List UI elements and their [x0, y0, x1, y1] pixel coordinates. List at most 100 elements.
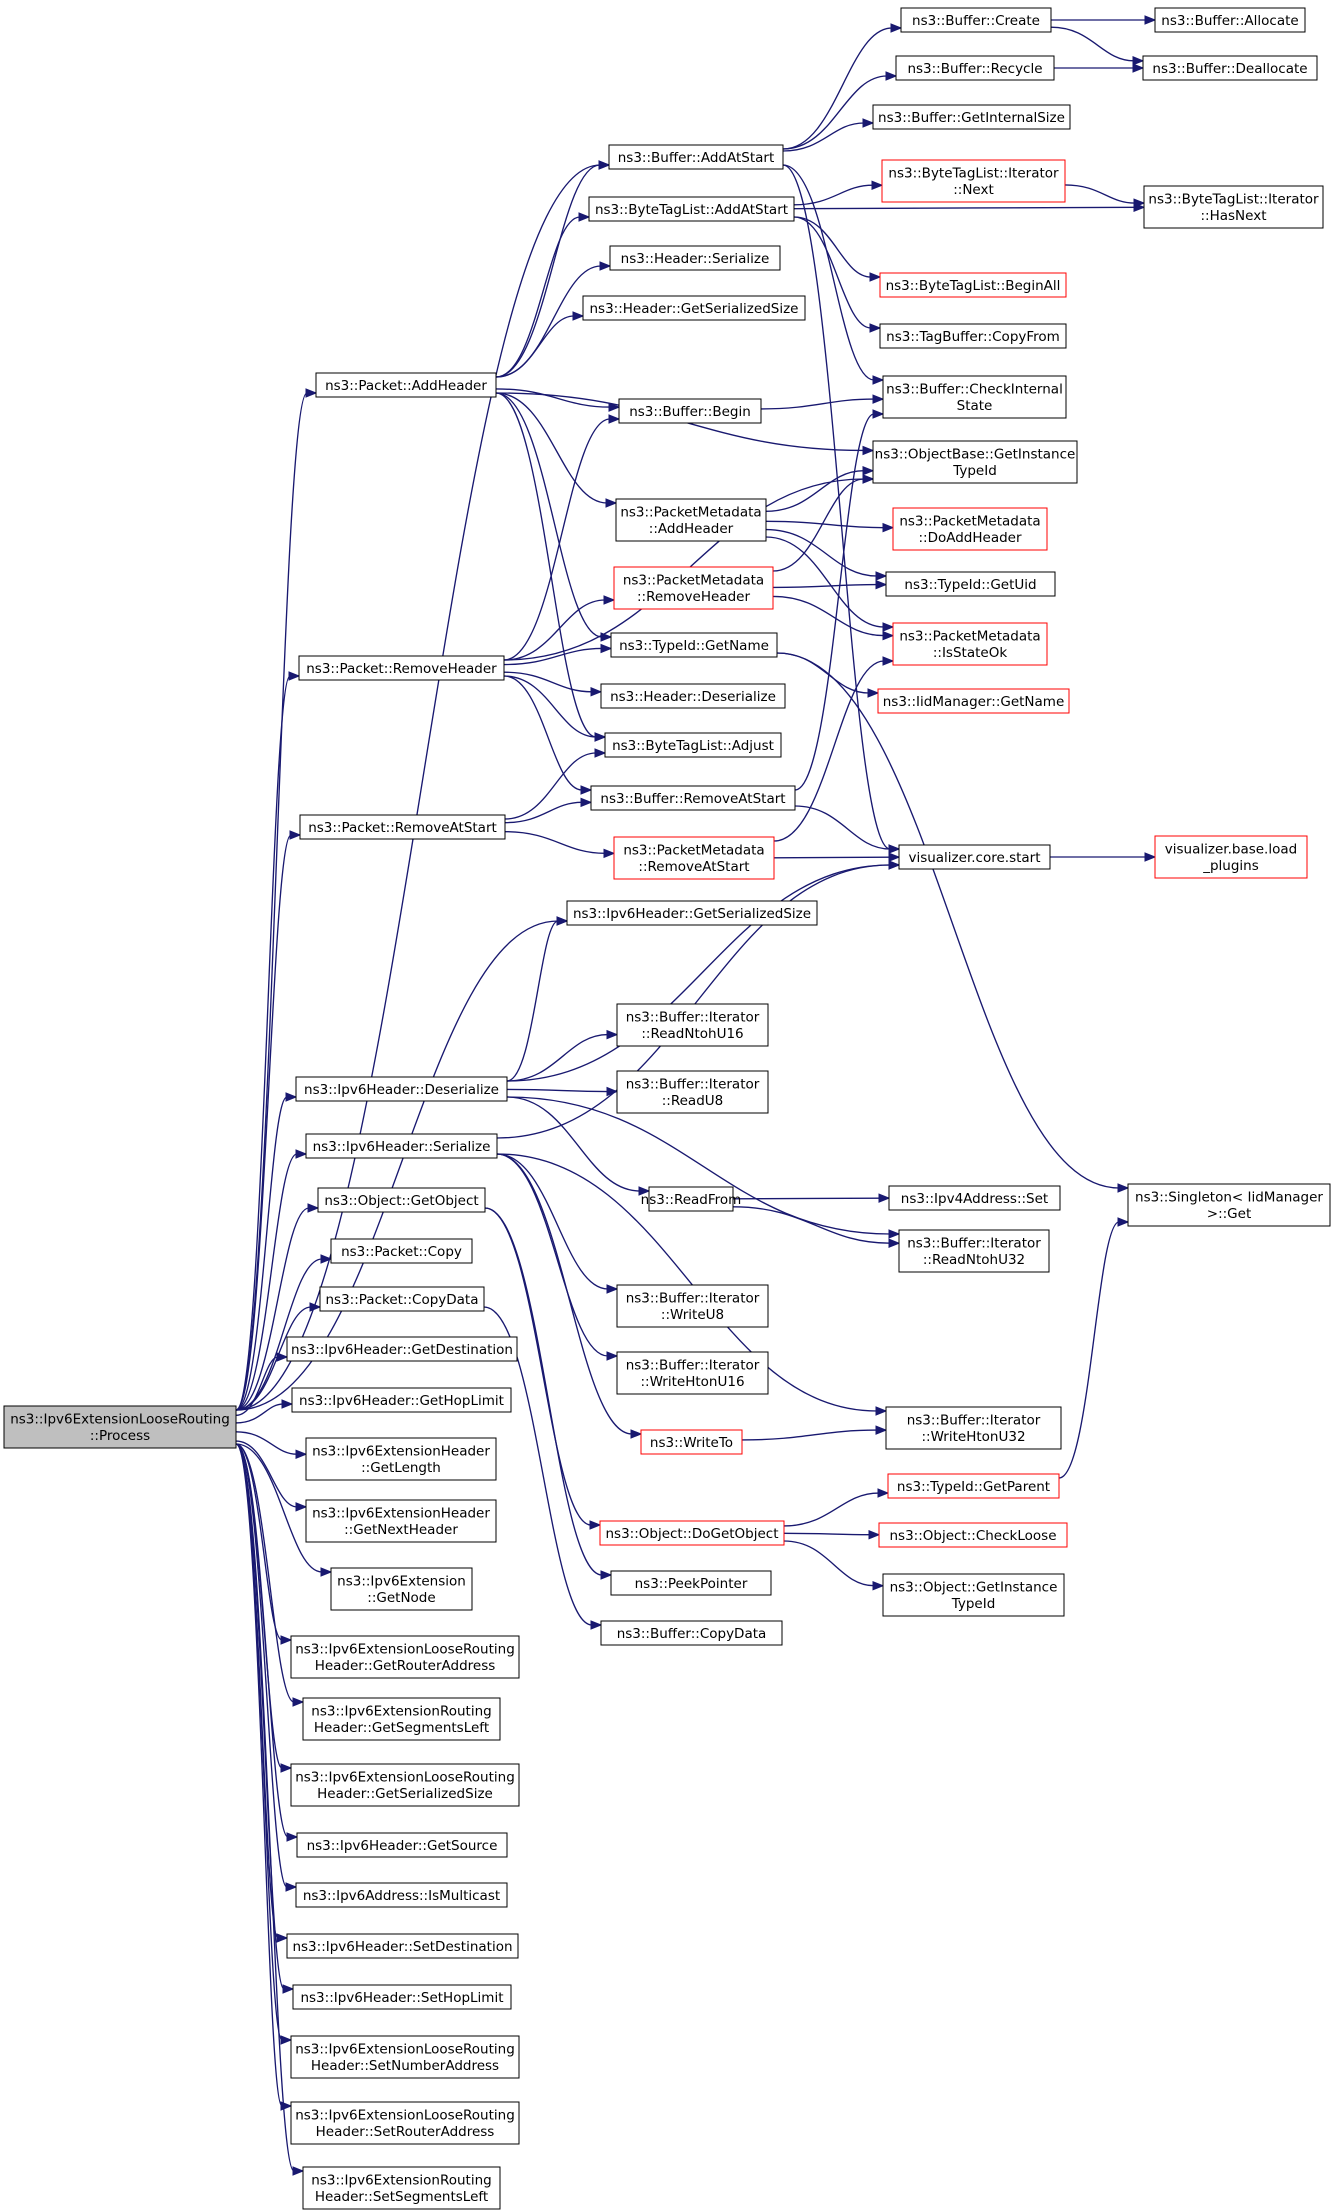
node-label-line: ::GetLength [361, 1460, 441, 1476]
node-it-writehtonu32[interactable]: ns3::Buffer::Iterator::WriteHtonU32 [885, 1406, 1062, 1450]
node-box [599, 1520, 785, 1546]
node-pkt-copy[interactable]: ns3::Packet::Copy [330, 1238, 473, 1264]
node-rt-setsegleft[interactable]: ns3::Ipv6ExtensionRoutingHeader::SetSegm… [302, 2166, 501, 2210]
node-label-line: ::ReadNtohU16 [641, 1026, 743, 1042]
node-writeto[interactable]: ns3::WriteTo [640, 1429, 743, 1455]
node-buf-getinternalsize[interactable]: ns3::Buffer::GetInternalSize [872, 104, 1071, 130]
node-label-line: ns3::Object::GetInstance [890, 1580, 1058, 1596]
node-label-line: ns3::Ipv6Extension [337, 1574, 466, 1590]
node-box [608, 144, 784, 170]
node-lr-setnumaddr[interactable]: ns3::Ipv6ExtensionLooseRoutingHeader::Se… [290, 2035, 520, 2079]
node-hdr-serialize[interactable]: ns3::Header::Serialize [609, 245, 781, 271]
node-pkt-addheader[interactable]: ns3::Packet::AddHeader [315, 372, 497, 398]
node-it-readntohu32[interactable]: ns3::Buffer::Iterator::ReadNtohU32 [898, 1229, 1050, 1273]
node-ipv6-getdest[interactable]: ns3::Ipv6Header::GetDestination [286, 1336, 518, 1362]
node-pm-doaddheader[interactable]: ns3::PacketMetadata::DoAddHeader [892, 507, 1048, 551]
node-singleton-get[interactable]: ns3::Singleton< IidManager>::Get [1127, 1183, 1331, 1227]
node-buf-allocate[interactable]: ns3::Buffer::Allocate [1154, 7, 1306, 33]
edge-pkt-removeatstart-to-pm-removeatstart [504, 830, 606, 855]
node-obj-checkloose[interactable]: ns3::Object::CheckLoose [878, 1522, 1068, 1548]
node-buf-copydata[interactable]: ns3::Buffer::CopyData [600, 1620, 783, 1646]
node-pkt-removeheader[interactable]: ns3::Packet::RemoveHeader [298, 655, 505, 681]
edge-arrowhead [295, 1449, 308, 1459]
edge-root-to-lr-setrouteraddr [235, 1443, 283, 2107]
node-root[interactable]: ns3::Ipv6ExtensionLooseRouting::Process [3, 1405, 237, 1449]
node-buf-removeatstart[interactable]: ns3::Buffer::RemoveAtStart [590, 785, 796, 811]
node-lr-getrouteraddr[interactable]: ns3::Ipv6ExtensionLooseRoutingHeader::Ge… [290, 1635, 520, 1679]
node-hdr-getsersize[interactable]: ns3::Header::GetSerializedSize [582, 295, 806, 321]
node-peekpointer[interactable]: ns3::PeekPointer [610, 1570, 772, 1596]
node-ipv6-sethoplimit[interactable]: ns3::Ipv6Header::SetHopLimit [292, 1984, 512, 2010]
edge-arrowhead [295, 1502, 308, 1512]
node-pm-removeheader[interactable]: ns3::PacketMetadata::RemoveHeader [613, 566, 774, 610]
node-label-line: ns3::Packet::CopyData [325, 1292, 478, 1308]
node-it-readntohu16[interactable]: ns3::Buffer::Iterator::ReadNtohU16 [616, 1003, 769, 1047]
node-ext-getlength[interactable]: ns3::Ipv6ExtensionHeader::GetLength [305, 1437, 497, 1481]
node-buf-create[interactable]: ns3::Buffer::Create [900, 7, 1052, 33]
node-box [296, 1832, 508, 1858]
node-buf-addatstart[interactable]: ns3::Buffer::AddAtStart [608, 144, 784, 170]
edge-pkt-removeheader-to-hdr-deserialize [503, 671, 593, 693]
edge-pm-addheader-to-pm-doaddheader [765, 520, 885, 529]
node-rt-getsegleft[interactable]: ns3::Ipv6ExtensionRoutingHeader::GetSegm… [302, 1697, 501, 1741]
node-vis-start[interactable]: visualizer.core.start [898, 844, 1051, 870]
node-ipv6-deserialize[interactable]: ns3::Ipv6Header::Deserialize [295, 1076, 508, 1102]
node-readfrom[interactable]: ns3::ReadFrom [641, 1186, 742, 1212]
edge-arrowhead [882, 630, 895, 641]
node-ext-getnode[interactable]: ns3::Ipv6Extension::GetNode [330, 1567, 473, 1611]
node-lr-getsersize[interactable]: ns3::Ipv6ExtensionLooseRoutingHeader::Ge… [290, 1763, 520, 1807]
node-lr-setrouteraddr[interactable]: ns3::Ipv6ExtensionLooseRoutingHeader::Se… [290, 2101, 520, 2145]
node-box [900, 7, 1052, 33]
node-label-line: ns3::Buffer::Iterator [626, 1077, 760, 1093]
node-btl-beginall[interactable]: ns3::ByteTagList::BeginAll [879, 272, 1067, 298]
node-pm-isstateok[interactable]: ns3::PacketMetadata::IsStateOk [892, 622, 1048, 666]
node-label-line: ns3::Ipv6Address::IsMulticast [303, 1888, 500, 1904]
node-ipv4-set[interactable]: ns3::Ipv4Address::Set [888, 1185, 1061, 1211]
node-label-line: Header::GetRouterAddress [315, 1658, 496, 1674]
node-typeid-getname[interactable]: ns3::TypeId::GetName [610, 632, 778, 658]
node-addr-ismulticast[interactable]: ns3::Ipv6Address::IsMulticast [295, 1882, 508, 1908]
node-buf-begin[interactable]: ns3::Buffer::Begin [618, 398, 762, 424]
node-btl-addatstart[interactable]: ns3::ByteTagList::AddAtStart [588, 196, 795, 222]
node-pkt-removeatstart[interactable]: ns3::Packet::RemoveAtStart [299, 814, 506, 840]
node-obj-dogetobject[interactable]: ns3::Object::DoGetObject [599, 1520, 785, 1546]
node-ext-getnextheader[interactable]: ns3::Ipv6ExtensionHeader::GetNextHeader [305, 1499, 497, 1543]
node-it-readu8[interactable]: ns3::Buffer::Iterator::ReadU8 [616, 1070, 769, 1114]
node-box [616, 1070, 769, 1114]
edge-arrowhead [590, 1620, 603, 1630]
edge-pkt-removeatstart-to-btl-adjust [504, 752, 597, 820]
edge-btl-addatstart-to-tagbuf-copyfrom [793, 216, 872, 329]
edge-arrowhead [1132, 56, 1145, 66]
node-typeid-getuid[interactable]: ns3::TypeId::GetUid [885, 571, 1056, 597]
edge-buf-addatstart-to-buf-checkinternal [782, 164, 875, 381]
node-pkt-copydata[interactable]: ns3::Packet::CopyData [319, 1286, 485, 1312]
node-buf-recycle[interactable]: ns3::Buffer::Recycle [895, 55, 1055, 81]
edge-root-to-ext-getnode [235, 1443, 323, 1573]
edge-arrowhead [890, 23, 903, 33]
node-btl-it-next[interactable]: ns3::ByteTagList::Iterator::Next [881, 159, 1066, 203]
node-obj-getobject[interactable]: ns3::Object::GetObject [317, 1187, 486, 1213]
node-ipv6-getsersize[interactable]: ns3::Ipv6Header::GetSerializedSize [566, 900, 818, 926]
node-pm-addheader[interactable]: ns3::PacketMetadata::AddHeader [615, 498, 767, 542]
node-vis-load[interactable]: visualizer.base.load_plugins [1154, 835, 1308, 879]
node-buf-deallocate[interactable]: ns3::Buffer::Deallocate [1142, 55, 1318, 81]
node-pm-removeatstart[interactable]: ns3::PacketMetadata::RemoveAtStart [613, 836, 775, 880]
node-it-writehtonu16[interactable]: ns3::Buffer::Iterator::WriteHtonU16 [616, 1351, 769, 1395]
node-ipv6-gethoplimit[interactable]: ns3::Ipv6Header::GetHopLimit [291, 1387, 512, 1413]
node-ipv6-setdest[interactable]: ns3::Ipv6Header::SetDestination [286, 1933, 519, 1959]
node-iid-getname[interactable]: ns3::IidManager::GetName [877, 688, 1070, 714]
node-label-line: ::WriteHtonU16 [640, 1374, 744, 1390]
node-ipv6-getsource[interactable]: ns3::Ipv6Header::GetSource [296, 1832, 508, 1858]
node-btl-it-hasnext[interactable]: ns3::ByteTagList::Iterator::HasNext [1143, 185, 1324, 229]
node-it-writeu8[interactable]: ns3::Buffer::Iterator::WriteU8 [616, 1284, 769, 1328]
node-label-line: ns3::TypeId::GetUid [904, 577, 1036, 593]
node-hdr-deserialize[interactable]: ns3::Header::Deserialize [600, 683, 786, 709]
node-ipv6-serialize[interactable]: ns3::Ipv6Header::Serialize [305, 1133, 498, 1159]
node-label-line: ns3::Ipv6ExtensionHeader [312, 1444, 490, 1460]
node-typeid-getparent[interactable]: ns3::TypeId::GetParent [887, 1473, 1060, 1499]
node-btl-adjust[interactable]: ns3::ByteTagList::Adjust [604, 732, 782, 758]
node-tagbuf-copyfrom[interactable]: ns3::TagBuffer::CopyFrom [879, 323, 1067, 349]
